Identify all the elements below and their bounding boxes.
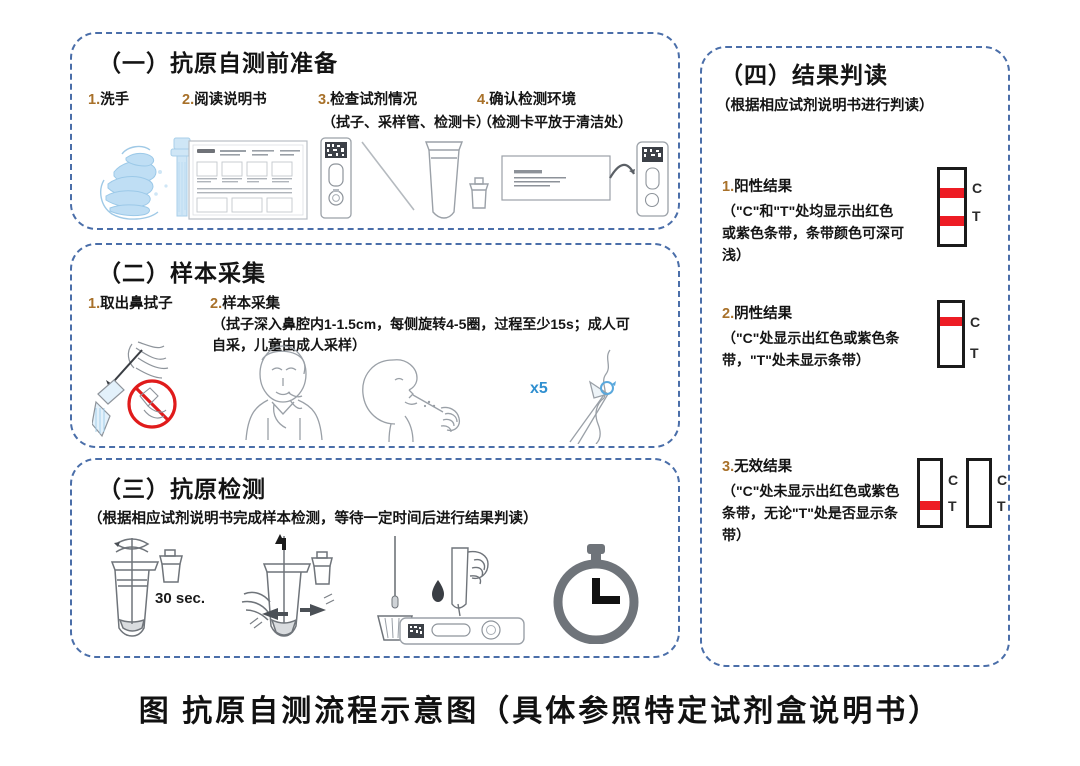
prep-step-1-number: 1. [88, 92, 101, 108]
result-3-cassette-invalid-a [917, 458, 943, 528]
sample-step-1-label: 取出鼻拭子 [100, 296, 173, 312]
result-3-number: 3. [722, 459, 735, 475]
swab-removal-no-touch-icon [92, 341, 177, 438]
sample-note-line-2: 自采，儿童由成人采样） [212, 337, 366, 353]
result-2-c-band [940, 317, 962, 326]
prep-step-2: 2.阅读说明书 [182, 88, 267, 109]
nostril-rotation-detail-icon [569, 349, 616, 444]
result-3-label: 无效结果 [734, 459, 793, 475]
sample-step-2-number: 2. [210, 296, 223, 312]
result-3a-c-label: C [948, 472, 959, 488]
extraction-tube-and-cap-icon [424, 141, 489, 219]
rotation-count-label: x5 [530, 380, 548, 397]
section-panel-sample-collection [70, 243, 680, 448]
result-1-title: 1.阳性结果 [722, 175, 792, 196]
result-3-cassette-invalid-b [966, 458, 992, 528]
child-swab-by-adult-icon [362, 359, 461, 442]
result-1-t-label: T [972, 208, 981, 224]
sample-step-1-number: 1. [88, 296, 101, 312]
result-3b-c-label: C [997, 472, 1008, 488]
result-3a-t-label: T [948, 498, 957, 514]
result-1-c-label: C [972, 180, 983, 196]
result-2-c-label: C [970, 314, 981, 330]
prep-step-4: 4.确认检测环境 [477, 88, 576, 109]
prep-step-1-label: 洗手 [100, 92, 130, 108]
result-1-number: 1. [722, 179, 735, 195]
prep-step-2-number: 2. [182, 92, 195, 108]
result-2-title: 2.阴性结果 [722, 302, 792, 323]
section-title-sample-collection: （二）样本采集 [98, 261, 266, 286]
prep-step-4-sub: （检测卡平放于清洁处） [478, 114, 632, 130]
prep-step-3: 3.检查试剂情况 [318, 88, 417, 109]
wait-timer-icon [553, 544, 639, 644]
result-1-c-band [940, 188, 964, 198]
prep-step-4-number: 4. [477, 92, 490, 108]
result-2-description: （"C"处显示出红色或紫色条带，"T"处未显示条带） [722, 330, 900, 368]
prep-step-3-number: 3. [318, 92, 331, 108]
section-panel-antigen-test [70, 458, 680, 658]
result-1-t-band [940, 216, 964, 226]
adult-self-swab-icon [245, 345, 323, 441]
result-1-description: （"C"和"T"处均显示出红色或紫色条带，条带颜色可深可浅） [722, 203, 904, 263]
results-note: （根据相应试剂说明书进行判读） [716, 98, 934, 114]
result-1-cassette-positive [937, 167, 967, 247]
sample-step-1: 1.取出鼻拭子 [88, 292, 173, 313]
clean-surface-and-card-icon [501, 141, 669, 217]
result-2-cassette-negative [937, 300, 965, 368]
result-2-number: 2. [722, 306, 735, 322]
instruction-sheet-icon [188, 140, 308, 220]
result-2-t-label: T [970, 345, 979, 361]
antigen-test-note: （根据相应试剂说明书完成样本检测，等待一定时间后进行结果判读） [88, 511, 538, 527]
swab-in-tube-stir-icon [110, 538, 183, 637]
section-title-preparation: （一）抗原自测前准备 [98, 51, 338, 76]
test-card-and-swab-icon [320, 137, 415, 219]
sample-step-2: 2.样本采集 [210, 292, 280, 313]
section-panel-preparation [70, 32, 680, 230]
stir-duration-label: 30 sec. [155, 590, 206, 607]
drop-sample-on-card-icon [399, 547, 525, 645]
result-3-description: （"C"处未显示出红色或紫色条带，无论"T"处是否显示条带） [722, 483, 900, 543]
discard-swab-icon [377, 536, 413, 641]
result-2-label: 阴性结果 [734, 306, 793, 322]
result-3b-t-label: T [997, 498, 1006, 514]
result-1-label: 阳性结果 [734, 179, 793, 195]
prep-step-3-label: 检查试剂情况 [330, 92, 418, 108]
prep-step-1: 1.洗手 [88, 88, 129, 109]
hand-washing-icon [100, 137, 194, 220]
prep-step-4-label: 确认检测环境 [489, 92, 577, 108]
sample-step-2-label: 样本采集 [222, 296, 281, 312]
squeeze-tube-extract-icon [241, 534, 335, 637]
prep-step-2-label: 阅读说明书 [194, 92, 267, 108]
section-panel-results [700, 46, 1010, 667]
figure-caption: 图 抗原自测流程示意图（具体参照特定试剂盒说明书） [138, 695, 942, 728]
section-title-results: （四）结果判读 [720, 63, 888, 88]
section-title-antigen-test: （三）抗原检测 [98, 477, 266, 502]
result-3a-t-band [920, 501, 940, 510]
result-3-title: 3.无效结果 [722, 455, 792, 476]
sample-note-line-1: （拭子深入鼻腔内1-1.5cm，每侧旋转4-5圈，过程至少15s；成人可 [212, 316, 630, 332]
prep-step-3-sub: （拭子、采样管、检测卡） [322, 114, 490, 130]
